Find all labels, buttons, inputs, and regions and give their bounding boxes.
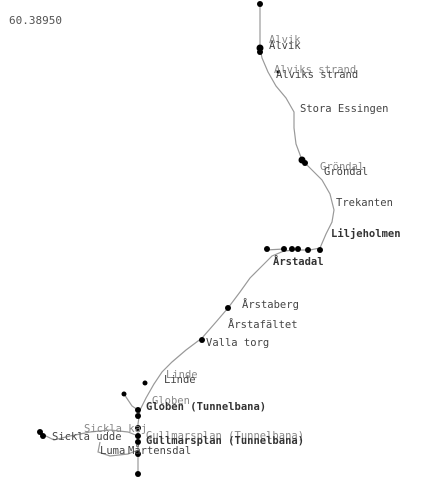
- station-label-arstafaltet: Årstafältet: [228, 318, 298, 331]
- station-label-alvik: Alvik: [269, 40, 301, 52]
- station-dot-martensdal[interactable]: [135, 451, 141, 457]
- station-label-liljeholmen: Liljeholmen: [331, 228, 401, 240]
- station-dot-globen[interactable]: [135, 407, 141, 413]
- station-label-stora-essingen: Stora Essingen: [300, 103, 389, 115]
- station-dot-grondal-b[interactable]: [302, 160, 308, 166]
- station-dot-linde[interactable]: [142, 380, 148, 386]
- station-label-globen: Globen: [152, 395, 190, 407]
- route-line-sickla-branch: [41, 429, 139, 441]
- station-dots: [37, 1, 323, 477]
- station-dot-liljeholmen-c[interactable]: [289, 246, 295, 252]
- station-dot-liljeholmen-a[interactable]: [264, 246, 270, 252]
- station-dot-liljeholmen-e[interactable]: [305, 247, 311, 253]
- station-dot-alvik-b[interactable]: [257, 49, 263, 55]
- station-label-alviks-strand: Alviks strand: [276, 69, 358, 81]
- station-label-arstaberg: Årstaberg: [242, 298, 299, 311]
- station-label-linde: Linde: [164, 374, 196, 386]
- station-label-alvik-ghost: Alvik: [269, 34, 301, 46]
- station-dot-globen-b[interactable]: [135, 413, 141, 419]
- station-label-sickla-udde: Sickla udde: [52, 431, 122, 443]
- station-dot-liljeholmen-b[interactable]: [281, 246, 287, 252]
- station-dot-liljeholmen-d[interactable]: [295, 246, 301, 252]
- station-dot-terminus-south[interactable]: [135, 471, 141, 477]
- route-line-luma-branch: [97, 441, 139, 457]
- station-label-trekanten: Trekanten: [336, 197, 393, 209]
- station-dot-gullmarsplan[interactable]: [135, 433, 141, 439]
- station-label-sickla-kaj: Sickla kaj: [84, 423, 147, 435]
- station-label-martensdal: Mårtensdal: [128, 444, 191, 457]
- station-dot-alviks-strand[interactable]: [276, 70, 280, 74]
- station-dot-globen-north[interactable]: [121, 391, 127, 397]
- station-dot-terminus-north[interactable]: [257, 1, 263, 7]
- station-dot-sickla-udde-b[interactable]: [40, 433, 46, 439]
- station-dot-valla-torg[interactable]: [199, 337, 205, 343]
- station-label-valla-torg: Valla torg: [206, 337, 269, 349]
- station-dot-gullmarsplan-b[interactable]: [135, 439, 141, 445]
- station-label-grondal: Gröndal: [324, 166, 368, 178]
- station-labels: Alvik Alvik Alviks strand Alviks strand …: [52, 34, 401, 457]
- station-dot-sickla-kaj[interactable]: [135, 425, 141, 431]
- station-label-arstadal: Årstadal: [273, 255, 324, 268]
- coordinate-readout: 60.38950: [9, 14, 62, 27]
- station-label-gullmarsplan-ghost: Gullmarsplan (Tunnelbana): [146, 430, 304, 442]
- station-label-luma: Luma: [100, 445, 125, 457]
- station-label-alviks-strand-ghost: Alviks strand: [274, 64, 356, 76]
- station-dot-arstaberg[interactable]: [225, 305, 231, 311]
- station-label-grondal-ghost: Gröndal: [320, 161, 364, 173]
- route-line-globen-spur: [123, 393, 139, 411]
- station-dot-liljeholmen-f[interactable]: [317, 247, 323, 253]
- station-label-linde-ghost: Linde: [166, 369, 198, 381]
- station-label-globen-tunnelbana: Globen (Tunnelbana): [146, 401, 266, 413]
- station-label-gullmarsplan: Gullmarsplan (Tunnelbana): [146, 435, 304, 447]
